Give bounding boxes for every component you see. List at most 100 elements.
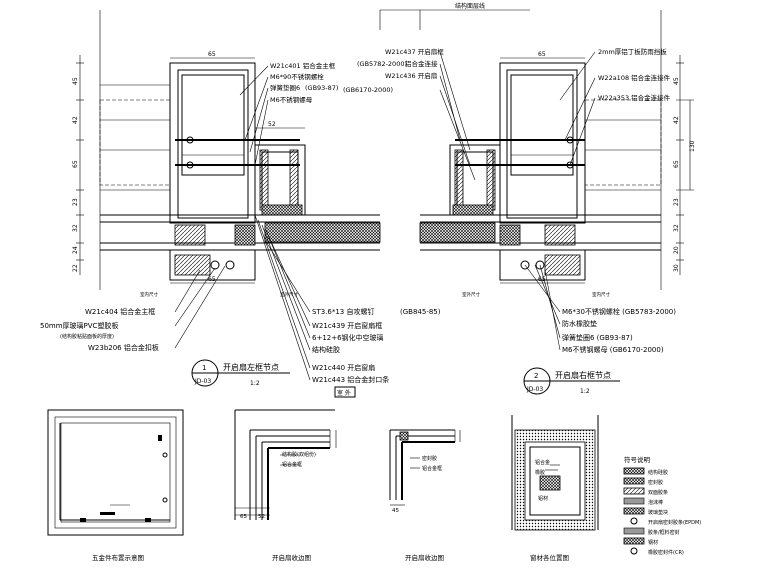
legend-swatch-1 — [623, 477, 645, 485]
legend-swatch-3 — [623, 497, 645, 505]
legend-item-2: 双面胶条 — [648, 489, 668, 496]
detail-label-3: 铝合金框 — [422, 465, 442, 472]
dim-top-mid: 52 — [268, 121, 276, 128]
caption-0: 五金件布置示意图 — [92, 553, 144, 562]
legend-title: 符号说明 — [624, 455, 651, 464]
dim-lv-3: 23 — [72, 198, 79, 206]
ann-lower-right-0: (GB845-85) — [400, 308, 441, 316]
legend-swatch-4 — [623, 507, 645, 515]
dim-lv-2: 65 — [72, 160, 79, 168]
dim-b-0: 65 — [240, 514, 247, 520]
legend-item-8: 橡胶密封件(CR) — [648, 549, 684, 556]
ann-lower-left-3: W23b206 铝合金扣板 — [88, 343, 159, 352]
legend-item-7: 钢材 — [648, 539, 658, 546]
caption-3: 窗材各位置图 — [530, 553, 569, 562]
detail2-scale: 1:2 — [580, 388, 590, 395]
ann-lower-center-5: W21c443 铝合金封口条 — [312, 375, 389, 384]
center-box — [334, 386, 356, 398]
ann-right-2: W22a353 铝合金连接件 — [598, 93, 671, 102]
dim-rv-4: 23 — [673, 198, 680, 206]
ann-lower-center-2: 6+12+6钢化中空玻璃 — [312, 333, 384, 342]
right-glass-band — [419, 214, 661, 281]
small-label-2: 室外尺寸 — [462, 291, 480, 298]
ann-lower-left-2: (结构胶粘贴面板的厚度) — [60, 333, 114, 340]
left-vertical-dims — [76, 55, 84, 275]
detail-label-6: 铝材 — [538, 495, 548, 502]
detail1-scale: 1:2 — [250, 380, 260, 387]
dim-lv-0: 45 — [72, 77, 79, 85]
detail2-title: 开启扇右框节点 — [555, 370, 611, 380]
detail2-sheet: JD-03 — [526, 386, 543, 393]
dim-top-left: 65 — [208, 51, 216, 58]
material-position-detail — [511, 415, 599, 531]
legend-item-4: 玻璃垫块 — [648, 509, 668, 516]
ann-left-1: M6*90不锈钢螺栓 — [270, 72, 324, 81]
ann-lower-center-4: W21c440 开启窗扇 — [312, 363, 375, 372]
dim-rv-0: 45 — [673, 77, 680, 85]
dim-lv-5: 24 — [72, 246, 79, 254]
ann-lower-left-1: 50mm厚玻璃PVC塑胶板 — [40, 321, 118, 330]
ann-left-0: W21c401 铝合金主框 — [270, 61, 336, 70]
ann-left-3: (GB93-87) — [305, 84, 338, 92]
ann-lower-right-1: M6*30不锈钢螺栓 (GB5783-2000) — [562, 307, 676, 316]
detail-label-1: 铝合金框 — [282, 461, 302, 468]
ann-center-3: W21c436 开启扇 — [385, 71, 437, 80]
detail-label-0: 结构胶(双组份) — [282, 451, 316, 458]
legend-item-3: 泡沫棒 — [648, 499, 663, 506]
top-label: 结构面层线 — [455, 2, 485, 10]
legend-swatch-6 — [623, 527, 645, 535]
left-frame-assembly — [99, 62, 306, 224]
dim-b-2: 45 — [392, 508, 399, 514]
dim-lv-4: 32 — [72, 224, 79, 232]
legend: 符号说明 — [623, 455, 651, 555]
legend-swatch-5 — [630, 517, 638, 525]
legend-item-5: 开启扇密封胶条(EPDM) — [648, 519, 701, 526]
left-glass-band — [100, 214, 381, 281]
ann-lower-right-2: 防水橡胶垫 — [562, 319, 597, 328]
dim-lv-1: 42 — [72, 116, 79, 124]
small-label-1: 室外尺寸 — [280, 291, 298, 298]
dim-rv-6: 20 — [673, 246, 680, 254]
legend-swatch-7 — [623, 537, 645, 545]
ann-lower-center-3: 结构硅胶 — [312, 345, 340, 354]
detail-callout-2 — [523, 367, 620, 395]
right-frame-assembly — [449, 62, 662, 224]
ann-center-4: (GB6170-2000) — [343, 86, 393, 94]
dim-b-1: 52 — [258, 514, 265, 520]
caption-2: 开启扇收边图 — [405, 553, 444, 562]
sash-edge-detail-1 — [234, 409, 337, 520]
dim-lv-6: 22 — [72, 264, 79, 272]
ann-center-2: 铝合金连接 — [405, 59, 438, 68]
dim-rv-7: 30 — [673, 264, 680, 272]
ann-lower-center-1: W21c439 开启窗扇框 — [312, 321, 382, 330]
ann-left-4: M6不锈钢螺母 — [270, 95, 313, 104]
dim-mid-left: 65 — [208, 276, 216, 283]
ann-lower-center-0: ST3.6*13 自攻螺钉 — [312, 307, 374, 316]
small-label-0: 室内尺寸 — [140, 291, 158, 298]
legend-swatch-8 — [630, 547, 638, 555]
detail2-number: 2 — [534, 372, 538, 380]
dim-rv-2: 65 — [673, 160, 680, 168]
legend-item-6: 胶条/框料密封 — [648, 529, 680, 536]
right-vertical-dims — [676, 55, 694, 275]
ann-lower-right-4: M6不锈钢螺母 (GB6170-2000) — [562, 345, 664, 354]
small-label-3: 室内尺寸 — [592, 291, 610, 298]
legend-swatch-0 — [623, 467, 645, 475]
ann-lower-left-0: W21c404 铝合金主框 — [85, 307, 155, 316]
ann-center-0: W21c437 开启扇框 — [385, 47, 444, 56]
detail1-title: 开启扇左框节点 — [223, 362, 279, 372]
detail-callout-1 — [191, 359, 290, 387]
dim-top-right: 65 — [538, 51, 546, 58]
ann-right-1: W22a108 铝合金连接件 — [598, 73, 671, 82]
detail-label-5: 橡胶 — [535, 469, 545, 476]
ann-lower-right-3: 弹簧垫圈6 (GB93-87) — [562, 333, 633, 342]
leader-lines — [174, 51, 596, 381]
legend-item-0: 结构硅胶 — [648, 469, 668, 476]
detail-label-2: 密封胶 — [422, 455, 437, 462]
center-box-label: 室 外 — [337, 389, 351, 397]
detail1-sheet: JD-03 — [194, 378, 211, 385]
dim-rv-1: 42 — [673, 116, 680, 124]
ann-left-2: 弹簧垫圈6 — [270, 83, 300, 92]
ann-center-1: (GB5782-2000) — [357, 60, 407, 68]
sash-edge-detail-2 — [389, 429, 461, 506]
